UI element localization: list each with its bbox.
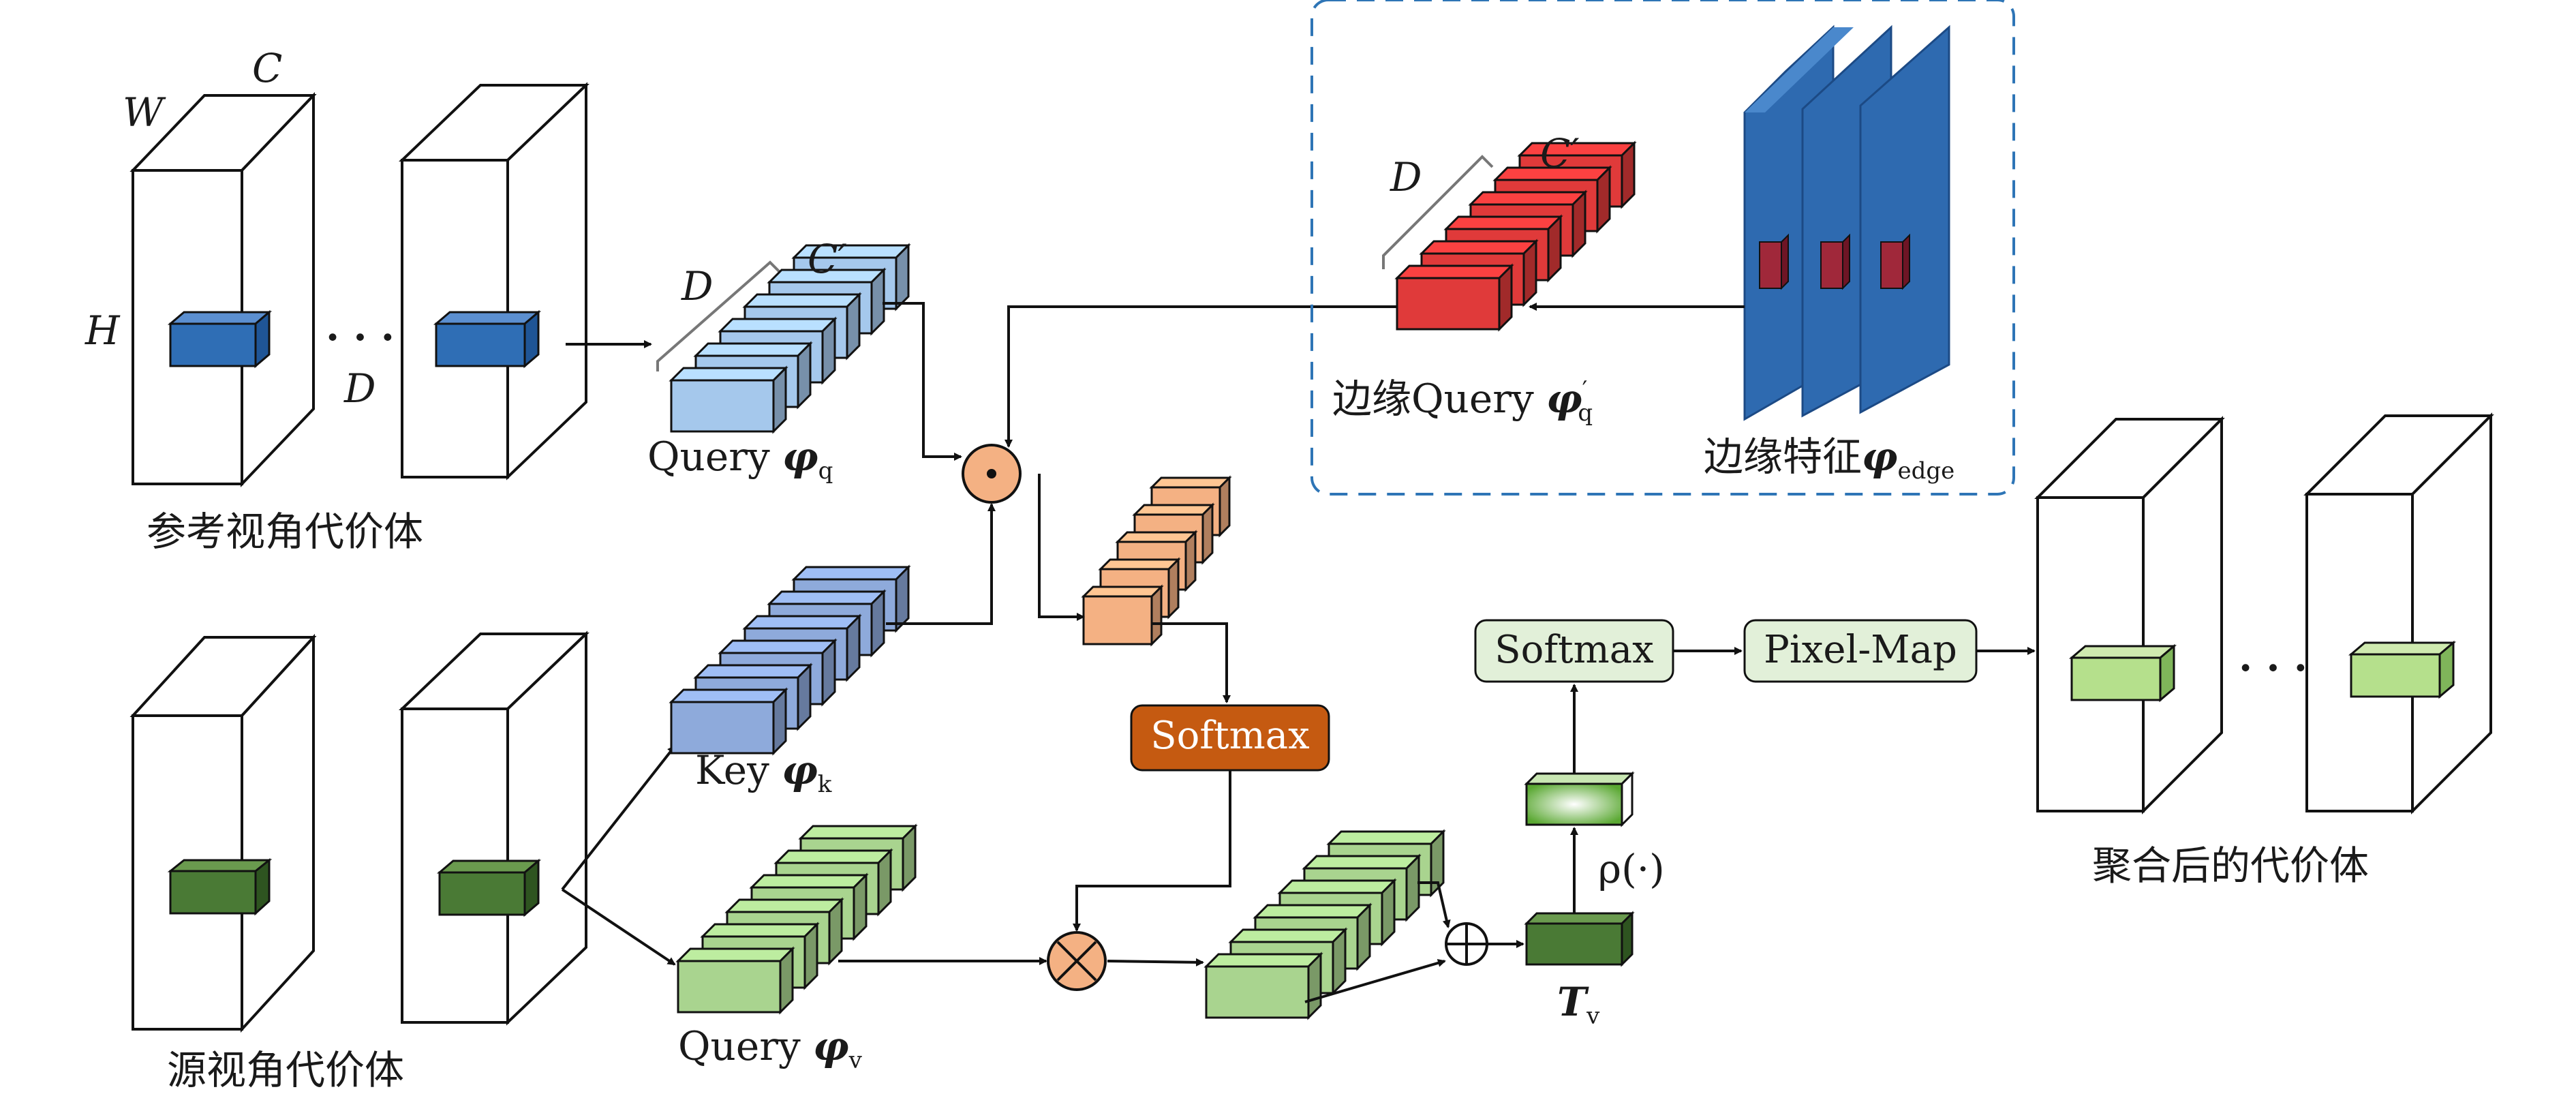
ref-slice-2 xyxy=(433,309,542,369)
pixel-map-box: Pixel-Map xyxy=(1743,619,1978,683)
edge-query-label: 边缘Query φ′q xyxy=(1332,376,1593,427)
ref-volume-1 xyxy=(129,92,317,487)
edge-query-c-label: C′ xyxy=(1540,130,1580,177)
value-v-stack xyxy=(675,823,918,1015)
weighted-value-stack xyxy=(1203,829,1446,1020)
ref-slice-1 xyxy=(167,309,273,369)
softmax-orange-label: Softmax xyxy=(1150,714,1309,758)
key-k-block-1 xyxy=(669,687,788,756)
agg-volume-label: 聚合后的代价体 xyxy=(2092,842,2369,889)
key-label: Key φk xyxy=(695,747,832,798)
query-q-label: Query φq xyxy=(647,433,833,485)
ref-dots: · · · xyxy=(326,314,395,361)
multiply-node xyxy=(1047,931,1107,991)
arrow-weighted-bottom-to-sum xyxy=(1304,959,1446,1003)
softmax-light-box: Softmax xyxy=(1474,619,1674,683)
ref-volume-2 xyxy=(399,82,589,481)
edge-feature-patch-2 xyxy=(1820,233,1850,290)
arrow-mult-to-weighted xyxy=(1107,958,1204,966)
key-k-stack xyxy=(669,564,911,756)
query-q-d-label: D xyxy=(681,263,714,309)
attention-stack xyxy=(1081,475,1232,647)
value-v-block-1 xyxy=(675,946,795,1015)
arrow-query-to-dot xyxy=(883,302,962,461)
dim-w-label: W xyxy=(123,89,166,136)
src-volume-1 xyxy=(129,633,317,1033)
edge-query-block-1 xyxy=(1394,263,1514,332)
dim-d-label: D xyxy=(343,365,376,412)
rho-output-block xyxy=(1524,771,1635,827)
arrow-attention-to-softmax xyxy=(1152,622,1231,703)
arrow-edge-to-dot xyxy=(1005,305,1404,448)
query-q-stack xyxy=(656,243,911,434)
rho-label: ρ(·) xyxy=(1598,846,1665,892)
edge-feature-planes xyxy=(1743,25,1950,421)
t-v-label: Tv xyxy=(1557,979,1600,1030)
pixel-map-label: Pixel-Map xyxy=(1764,628,1957,672)
edge-query-stack xyxy=(1382,140,1637,332)
query-v-label: Query φv xyxy=(678,1023,863,1074)
ref-volume-label: 参考视角代价体 xyxy=(147,508,423,555)
src-slice-2 xyxy=(436,858,542,917)
src-slice-1 xyxy=(167,857,273,916)
t-v-block xyxy=(1524,911,1635,967)
arrow-src-to-key xyxy=(561,745,676,891)
agg-dots: · · · xyxy=(2239,645,2307,691)
sum-node xyxy=(1445,922,1488,966)
arrow-key-to-dot xyxy=(886,503,996,625)
attention-block-1 xyxy=(1081,584,1164,647)
dim-h-label: H xyxy=(85,307,121,354)
edge-feature-label: 边缘特征φedge xyxy=(1704,433,1954,485)
agg-volume-2 xyxy=(2303,412,2494,815)
agg-slice-1 xyxy=(2068,643,2177,703)
agg-volume-1 xyxy=(2034,416,2225,815)
arrow-dot-to-attention xyxy=(1038,474,1085,621)
edge-module-box xyxy=(1310,0,2015,496)
query-q-block-1 xyxy=(669,365,788,434)
softmax-orange-box: Softmax xyxy=(1130,704,1330,772)
query-q-c-label: C′ xyxy=(808,236,847,282)
edge-query-d-label: D xyxy=(1390,154,1422,200)
agg-slice-2 xyxy=(2348,640,2457,699)
src-volume-label: 源视角代价体 xyxy=(167,1047,404,1093)
dot-product-node xyxy=(962,444,1022,504)
weighted-v-block-1 xyxy=(1203,952,1323,1020)
softmax-light-label: Softmax xyxy=(1494,628,1653,672)
arrow-src-to-value xyxy=(561,888,676,966)
edge-feature-patch-3 xyxy=(1880,233,1910,290)
src-volume-2 xyxy=(399,630,589,1026)
arrow-weighted-top-to-sum xyxy=(1417,881,1451,928)
edge-feature-patch-1 xyxy=(1759,233,1789,290)
dim-c-label: C xyxy=(252,45,282,91)
arrow-softmax-to-mult xyxy=(1073,770,1231,932)
